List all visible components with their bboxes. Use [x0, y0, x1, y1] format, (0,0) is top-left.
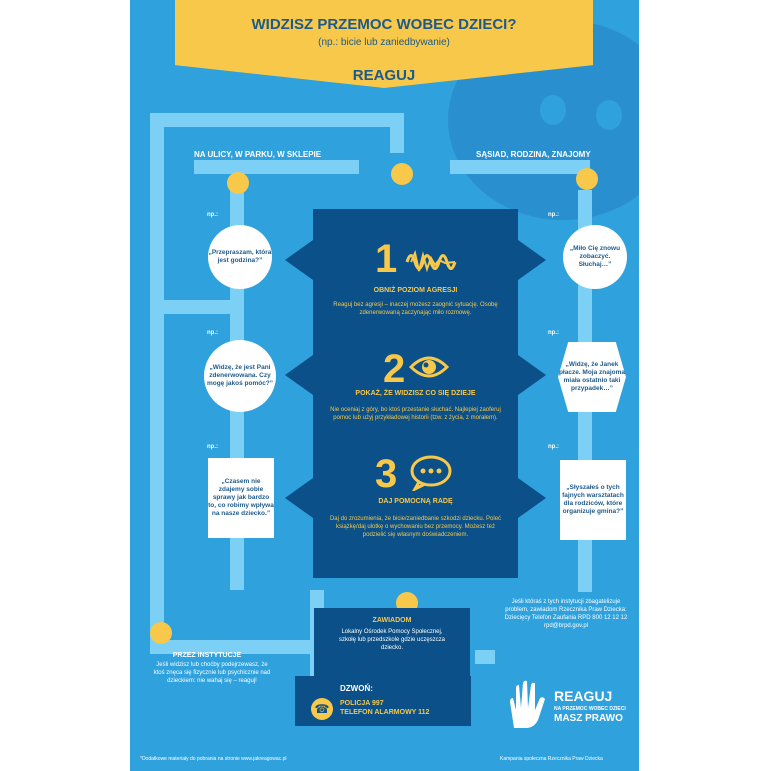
- notify-title: ZAWIADOM: [372, 617, 412, 624]
- np-label: np.:: [207, 330, 218, 336]
- arrow-right-1: [518, 240, 546, 280]
- arrow-right-2: [518, 355, 546, 395]
- arrow-left-2: [285, 355, 313, 395]
- step-title: POKAŻ, ŻE WIDZISZ CO SIĘ DZIEJE: [355, 390, 476, 397]
- institutions-title: PRZEZ INSTYTUCJE: [172, 652, 242, 659]
- footer-left: *Dodatkowe materiały do pobrania na stro…: [140, 756, 287, 762]
- np-label: np.:: [207, 444, 218, 450]
- np-label: np.:: [207, 212, 218, 218]
- eye-icon: [409, 356, 449, 378]
- call-police: POLICJA 997: [340, 700, 384, 707]
- notify-box: [314, 608, 470, 676]
- logo-tagline: NA PRZEMOC WOBEC DZIECI: [554, 706, 626, 712]
- dot-right: [576, 168, 598, 190]
- call-title: DZWOŃ:: [340, 684, 373, 693]
- poster: WIDZISZ PRZEMOC WOBEC DZIECI? (np.: bici…: [130, 0, 639, 771]
- np-label: np.:: [548, 444, 559, 450]
- logo-masz-prawo: MASZ PRAWO: [554, 713, 623, 724]
- right-bubble-2: „Widzę, że Janek płacze. Moja znajoma mi…: [558, 342, 626, 412]
- right-bubble-1: „Miło Cię znowu zobaczyć. Słuchaj…”: [563, 225, 627, 289]
- decorative-eye-right-icon: [596, 100, 622, 130]
- path-right-head: [450, 160, 590, 174]
- ombudsman-text: Jeśli któraś z tych instytucji zbagateli…: [504, 599, 628, 629]
- path-bottom: [150, 640, 320, 654]
- page-subtitle: (np.: bicie lub zaniedbywanie): [318, 37, 450, 48]
- right-column-heading: SĄSIAD, RODZINA, ZNAJOMY: [476, 150, 591, 159]
- logo-reaguj: REAGUJ: [554, 688, 613, 704]
- path-left-outer: [150, 113, 164, 653]
- ombudsman-box: [495, 592, 633, 664]
- hand-logo-icon: [510, 680, 545, 728]
- left-bubble-2: „Widzę, że jest Pani zdenerwowana. Czy m…: [204, 340, 276, 412]
- np-label: np.:: [548, 330, 559, 336]
- arrow-left-3: [285, 478, 313, 518]
- right-bubble-3: „Słyszałeś o tych fajnych warsztatach dl…: [560, 460, 626, 540]
- dot-left: [227, 172, 249, 194]
- left-bubble-3: „Czasem nie zdajemy sobie sprawy jak bar…: [208, 458, 274, 538]
- path-top: [150, 113, 400, 127]
- path-top-right: [390, 113, 404, 153]
- dot-bottom-left: [150, 622, 172, 644]
- step-text: Daj do zrozumienia, że bicie/zaniedbanie…: [329, 516, 502, 538]
- wave-icon: [405, 249, 457, 273]
- step-title: OBNIŻ POZIOM AGRESJI: [373, 287, 458, 294]
- arrow-left-1: [285, 240, 313, 280]
- arrow-right-3: [518, 478, 546, 518]
- step-text: Reaguj bez agresji – inaczej możesz zaog…: [333, 302, 498, 316]
- call-to-action: REAGUJ: [352, 67, 416, 84]
- path-left-head: [194, 160, 359, 174]
- institutions-text: Jeśli widzisz lub choćby podejrzewasz, ż…: [153, 662, 271, 684]
- left-bubble-1: „Przepraszam, która jest godzina?”: [208, 225, 272, 289]
- np-label: np.:: [548, 212, 559, 218]
- phone-icon: ☎: [311, 698, 333, 720]
- path-left-branch: [164, 300, 234, 314]
- left-column-heading: NA ULICY, W PARKU, W SKLEPIE: [194, 150, 322, 159]
- step-title: DAJ POMOCNĄ RADĘ: [378, 498, 453, 505]
- speech-bubble-icon: [410, 455, 452, 491]
- step-number: 2: [383, 347, 406, 391]
- call-emergency: TELEFON ALARMOWY 112: [340, 709, 430, 716]
- page-title: WIDZISZ PRZEMOC WOBEC DZIECI?: [251, 16, 517, 33]
- steps-panel: 1 OBNIŻ POZIOM AGRESJI Reaguj bez agresj…: [313, 209, 518, 578]
- step-number: 1: [375, 237, 398, 281]
- step-number: 3: [375, 452, 398, 496]
- notify-text: Lokalny Ośrodek Pomocy Społecznej, szkoł…: [338, 629, 446, 651]
- footer-right: Kampania społeczna Rzecznika Praw Dzieck…: [500, 756, 603, 762]
- step-text: Nie oceniaj z góry, bo ktoś przestanie s…: [330, 407, 501, 421]
- dot-center: [391, 163, 413, 185]
- decorative-eye-left-icon: [540, 95, 566, 125]
